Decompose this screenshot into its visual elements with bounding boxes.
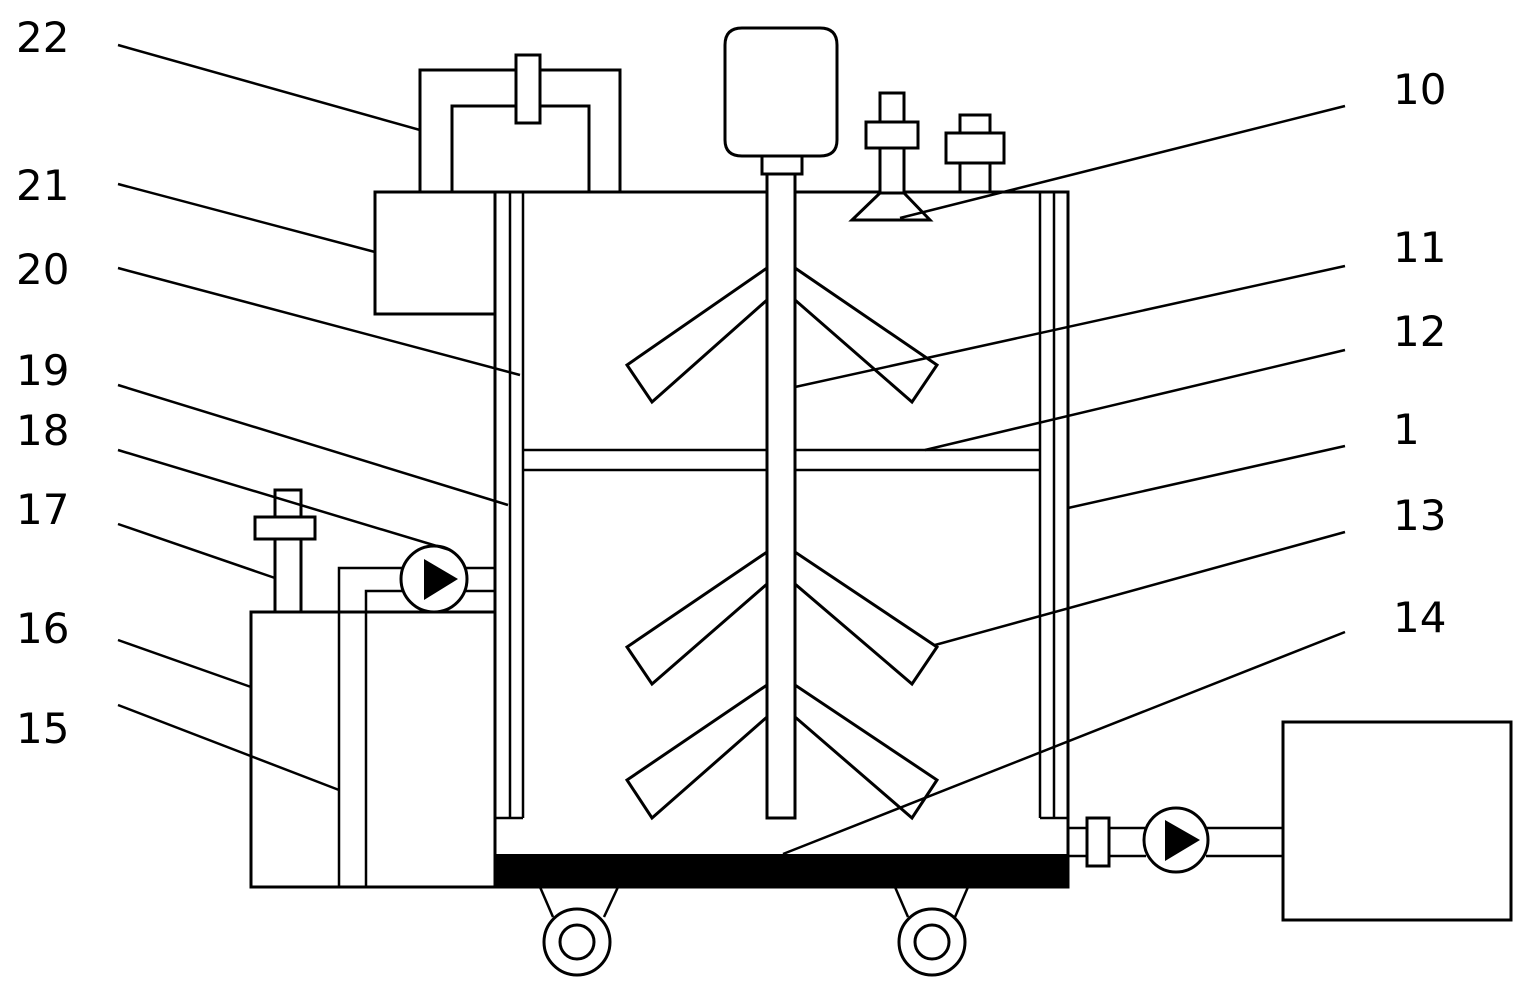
water-tank-inlet-valve [253,488,317,614]
part-labels: 22 21 20 19 18 17 16 15 10 11 12 1 13 14 [16,13,1446,753]
receiving-box [1281,720,1513,922]
label-15: 15 [16,704,69,753]
label-19: 19 [16,346,69,395]
stirring-shaft [765,172,797,820]
label-13: 13 [1393,491,1446,540]
left-jacket-wall [495,192,525,820]
spray-nozzle-inlet [848,91,934,222]
label-17: 17 [16,485,69,534]
stirring-motor [723,26,839,176]
outlet-pump [1142,806,1210,874]
label-10: 10 [1393,65,1446,114]
label-22: 22 [16,13,69,62]
circulation-pump [399,544,469,614]
label-18: 18 [16,406,69,455]
water-tank [249,610,497,889]
right-caster-wheel [893,886,970,977]
label-16: 16 [16,604,69,653]
label-1: 1 [1393,405,1420,454]
middle-stirring-blades [624,549,940,687]
lower-stirring-blades [624,682,940,821]
left-caster-wheel [538,886,620,977]
upper-stirring-blades [624,265,940,405]
right-jacket-wall [1038,192,1068,820]
condenser-box [373,190,497,316]
label-14: 14 [1393,593,1446,642]
bottom-heating-plate [495,854,1068,887]
leader-lines [117,43,1346,856]
feed-inlet-valve [944,113,1006,194]
label-11: 11 [1393,223,1446,272]
label-21: 21 [16,161,69,210]
label-12: 12 [1393,307,1446,356]
circulation-pipe [337,566,495,887]
vapor-pipe-loop [418,53,622,192]
outlet-valve [1085,816,1111,868]
label-20: 20 [16,245,69,294]
